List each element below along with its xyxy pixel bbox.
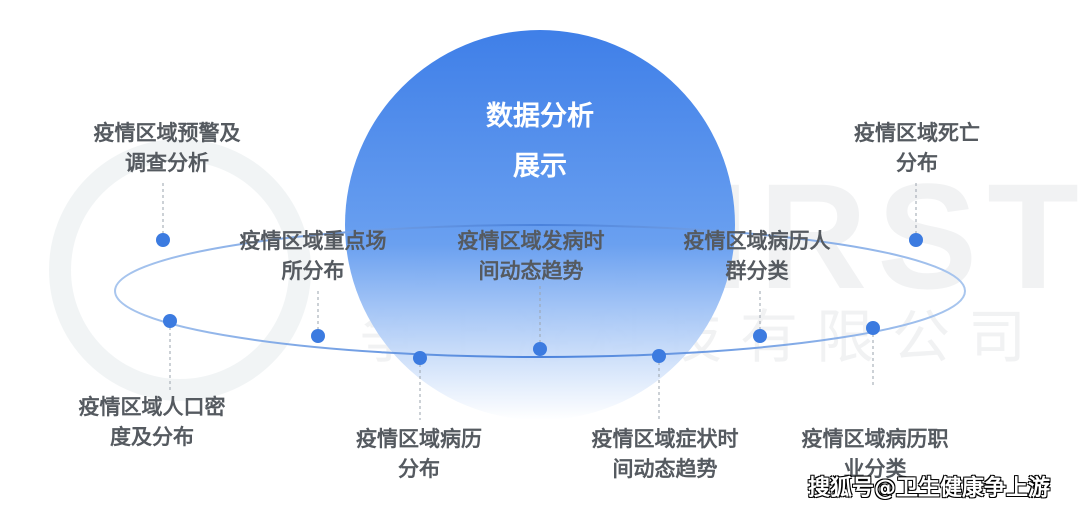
node-label-line: 疫情区域病历人 [683, 229, 831, 253]
node-label-line: 业分类 [843, 457, 907, 481]
node-label: 疫情区域死亡分布 [854, 118, 980, 178]
node-label: 疫情区域症状时间动态趋势 [592, 424, 739, 484]
node-label-line: 疫情区域病历 [356, 427, 482, 451]
watermark-ring [49, 139, 311, 401]
node-label-line: 所分布 [281, 259, 345, 283]
orbit-node [533, 342, 547, 356]
node-label-line: 疫情区域人口密 [78, 395, 226, 419]
node-label: 疫情区域病历分布 [356, 424, 482, 484]
node-label: 疫情区域人口密度及分布 [79, 392, 226, 452]
orbit-node [311, 329, 325, 343]
orbit-node [163, 314, 177, 328]
source-watermark: 搜狐号@卫生健康争上游 [807, 476, 1050, 501]
node-label-line: 调查分析 [125, 151, 209, 175]
node-label: 疫情区域病历人群分类 [684, 226, 831, 286]
orbit-ellipse [114, 224, 966, 358]
orbit-node [909, 233, 923, 247]
node-label-line: 群分类 [725, 259, 789, 283]
node-label-line: 疫情区域症状时 [591, 427, 739, 451]
node-label-line: 分布 [896, 151, 938, 175]
node-label-line: 间动态趋势 [478, 259, 584, 283]
node-label-line: 度及分布 [110, 425, 194, 449]
orbit-node [652, 349, 666, 363]
orbit-node [753, 329, 767, 343]
center-title-line: 数据分析 [486, 101, 594, 132]
node-label: 疫情区域发病时间动态趋势 [458, 226, 605, 286]
node-label-line: 疫情区域预警及 [93, 121, 241, 145]
node-label: 疫情区域重点场所分布 [240, 226, 387, 286]
node-label-line: 疫情区域发病时 [457, 229, 605, 253]
orbit-node [413, 351, 427, 365]
node-label: 疫情区域预警及调查分析 [94, 118, 241, 178]
node-label-line: 疫情区域死亡 [854, 121, 980, 145]
orbit-node [156, 233, 170, 247]
node-label-line: 疫情区域重点场 [239, 229, 387, 253]
node-label: 疫情区域病历职业分类 [802, 424, 949, 484]
node-label-line: 疫情区域病历职 [801, 427, 949, 451]
orbit-node [866, 321, 880, 335]
center-title: 数据分析 展示 [486, 92, 594, 192]
node-label-line: 间动态趋势 [612, 457, 718, 481]
center-title-line: 展示 [513, 151, 567, 182]
node-label-line: 分布 [398, 457, 440, 481]
